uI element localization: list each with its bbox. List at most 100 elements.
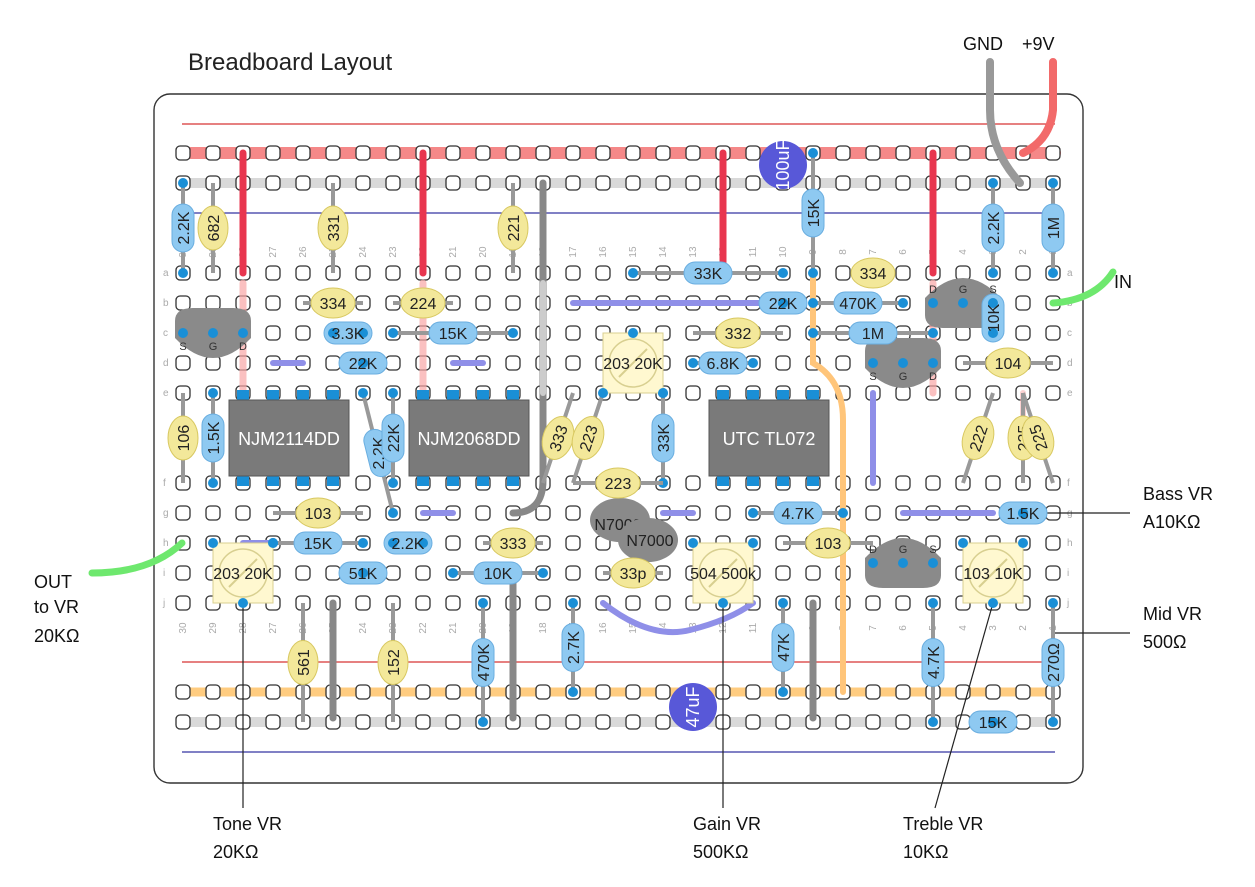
board-hole	[955, 385, 971, 401]
board-outline	[153, 93, 1084, 784]
ceramic-capacitor: 223	[571, 392, 605, 484]
column-number: 18	[538, 622, 549, 634]
bass-vr-label: Bass VR	[1143, 484, 1213, 504]
row-letter: d	[163, 358, 169, 369]
resistor: 4.7K	[748, 501, 848, 525]
capacitor-label: 104	[995, 356, 1022, 373]
pin-dot	[748, 538, 758, 548]
resistor-label: 33K	[656, 423, 673, 452]
board-hole	[265, 684, 281, 700]
board-hole	[865, 175, 881, 191]
column-number: 26	[298, 246, 309, 258]
resistor: 15K	[968, 710, 1018, 734]
ceramic-capacitor: 333	[541, 392, 575, 484]
board-hole	[565, 714, 581, 730]
ceramic-capacitor: 561	[287, 603, 319, 722]
column-number: 4	[958, 625, 969, 631]
board-hole	[625, 145, 641, 161]
column-number: 6	[898, 249, 909, 255]
capacitor-label: 33p	[620, 566, 647, 583]
electrolytic-capacitor: 47uF	[669, 683, 717, 731]
board-hole	[1045, 325, 1061, 341]
board-hole	[205, 684, 221, 700]
bass-vr-value: A10KΩ	[1143, 512, 1201, 532]
resistor-label: 1.5K	[1007, 506, 1040, 523]
board-hole	[1045, 535, 1061, 551]
board-hole	[445, 175, 461, 191]
pin-dot	[718, 598, 728, 608]
board-hole	[625, 175, 641, 191]
tone-vr-value: 20KΩ	[213, 842, 258, 862]
board-hole	[955, 175, 971, 191]
resistor: 6.8K	[688, 351, 758, 375]
board-hole	[865, 714, 881, 730]
treble-vr-value: 10KΩ	[903, 842, 948, 862]
board-hole	[295, 145, 311, 161]
board-hole	[1045, 145, 1061, 161]
board-hole	[295, 325, 311, 341]
row-letter: g	[163, 508, 169, 519]
trimmer-label: 203 20K	[603, 356, 663, 373]
gain-vr-label: Gain VR	[693, 814, 761, 834]
resistor: 22K	[758, 291, 808, 315]
resistor: 470K	[471, 598, 495, 727]
trimmer-pot: 203 20K	[212, 542, 274, 604]
ceramic-capacitor: 104	[963, 347, 1053, 379]
board-hole	[595, 684, 611, 700]
board-hole	[475, 175, 491, 191]
board-hole	[205, 295, 221, 311]
column-number: 27	[268, 246, 279, 258]
ic-label: UTC TL072	[723, 429, 816, 449]
board-hole	[565, 175, 581, 191]
board-hole	[325, 565, 341, 581]
resistor: 10K	[981, 293, 1005, 343]
board-hole	[205, 145, 221, 161]
transistor-pin-label: S	[179, 341, 186, 353]
ceramic-capacitor: 334	[303, 287, 363, 319]
board-hole	[565, 145, 581, 161]
board-hole	[175, 684, 191, 700]
mid-vr-label: Mid VR	[1143, 604, 1202, 624]
column-number: 10	[778, 246, 789, 258]
transistor-pin-label: G	[899, 544, 908, 556]
column-number: 27	[268, 622, 279, 634]
board-hole	[385, 265, 401, 281]
board-hole	[445, 684, 461, 700]
capacitor-label: 682	[206, 215, 223, 242]
board-hole	[835, 265, 851, 281]
board-hole	[835, 714, 851, 730]
board-hole	[325, 355, 341, 371]
trimmer-label: 504 500k	[690, 566, 757, 583]
ic-chip: NJM2114DD	[228, 390, 350, 486]
board-hole	[625, 714, 641, 730]
board-hole	[175, 295, 191, 311]
trimmer-label: 203 20K	[213, 566, 273, 583]
board-hole	[775, 714, 791, 730]
board-hole	[895, 145, 911, 161]
row-letter: e	[1067, 388, 1073, 399]
resistor: 2.2K	[171, 178, 195, 278]
column-number: 4	[958, 249, 969, 255]
transistor-pin-label: D	[239, 341, 247, 353]
n7000-label: N7000	[626, 533, 673, 550]
board-hole	[715, 505, 731, 521]
row-letter: j	[1066, 598, 1069, 609]
resistor: 2.2K	[981, 178, 1005, 278]
column-number: 14	[658, 246, 669, 258]
board-hole	[955, 145, 971, 161]
column-number: 23	[388, 246, 399, 258]
board-hole	[865, 505, 881, 521]
resistor: 33K	[628, 261, 788, 285]
board-hole	[685, 145, 701, 161]
board-hole	[835, 355, 851, 371]
resistor: 3.3K	[323, 321, 373, 345]
board-hole	[625, 684, 641, 700]
trimmer-pot: 504 500k	[690, 542, 757, 604]
resistor-label: 22K	[769, 296, 798, 313]
board-hole	[175, 595, 191, 611]
column-number: 8	[838, 249, 849, 255]
board-hole	[175, 565, 191, 581]
board-hole	[325, 145, 341, 161]
